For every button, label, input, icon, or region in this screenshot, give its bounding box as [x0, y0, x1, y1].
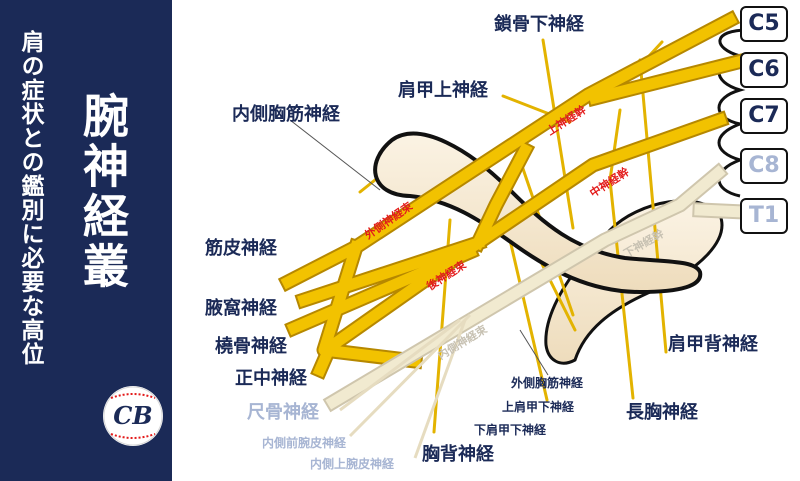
lateral-posterior-link — [470, 142, 533, 251]
lower-trunk — [325, 165, 726, 410]
axillary-nerve-path — [297, 236, 485, 307]
root-c7: C7 — [740, 98, 788, 134]
label-subclavian-nerve: 鎖骨下神経 — [494, 14, 584, 35]
leader-lines — [289, 119, 549, 376]
spine-outline — [717, 28, 749, 198]
logo-text: CB — [113, 401, 153, 430]
title-panel: 肩の症状との鑑別に必要な高位 腕神経叢 CB — [0, 0, 172, 481]
label-lower-subscapular-nerve: 下肩甲下神経 — [474, 423, 547, 437]
subclavian-nerve — [541, 38, 575, 230]
leader-lateral-pectoral — [519, 329, 549, 376]
medial-branches — [339, 313, 472, 459]
main-title: 腕神経叢 — [76, 92, 130, 292]
label-axillary-nerve: 腋窩神経 — [205, 298, 277, 319]
label-thoracodorsal-nerve: 胸背神経 — [422, 444, 494, 465]
t1-root — [694, 204, 750, 218]
label-medial-brachial-nerve: 内側上腕皮神経 — [310, 457, 395, 471]
label-lateral-pectoral-nerve: 外側胸筋神経 — [511, 376, 584, 390]
label-musculocutaneous-nerve: 筋皮神経 — [205, 238, 277, 259]
label-ulnar-nerve: 尺骨神経 — [247, 402, 319, 423]
baseball-logo: CB — [103, 386, 163, 446]
label-suprascapular-nerve: 肩甲上神経 — [398, 80, 488, 101]
baseball-seam-icon — [103, 386, 163, 446]
label-median-nerve: 正中神経 — [235, 368, 307, 389]
medial-brachial-line — [413, 319, 467, 459]
label-dorsal-scapular-nerve: 肩甲背神経 — [668, 334, 758, 355]
label-long-thoracic-nerve: 長胸神経 — [626, 402, 698, 423]
lower-subscapular-nerve — [508, 238, 549, 402]
c6-root — [588, 55, 745, 105]
root-c6: C6 — [740, 52, 788, 88]
medial-pectoral-line — [358, 178, 377, 194]
root-c5: C5 — [740, 6, 788, 42]
plexus-trunks — [277, 9, 752, 413]
label-upper-subscapular-nerve: 上肩甲下神経 — [502, 400, 575, 414]
label-radial-nerve: 橈骨神経 — [215, 336, 287, 357]
root-t1: T1 — [740, 198, 788, 234]
radial-nerve-path — [286, 244, 478, 336]
subtitle: 肩の症状との鑑別に必要な高位 — [17, 30, 43, 366]
label-medial-antebrachial-nerve: 内側前腕皮神経 — [262, 436, 347, 450]
dorsal-scapular-nerve — [638, 58, 668, 354]
mid-branch-b — [608, 108, 622, 182]
label-medial-pectoral-nerve: 内側胸筋神経 — [232, 104, 340, 125]
root-c8: C8 — [740, 148, 788, 184]
medial-antebrachial-line — [348, 313, 472, 438]
leader-medial-pectoral — [289, 119, 381, 191]
upper-trunk — [280, 12, 738, 290]
